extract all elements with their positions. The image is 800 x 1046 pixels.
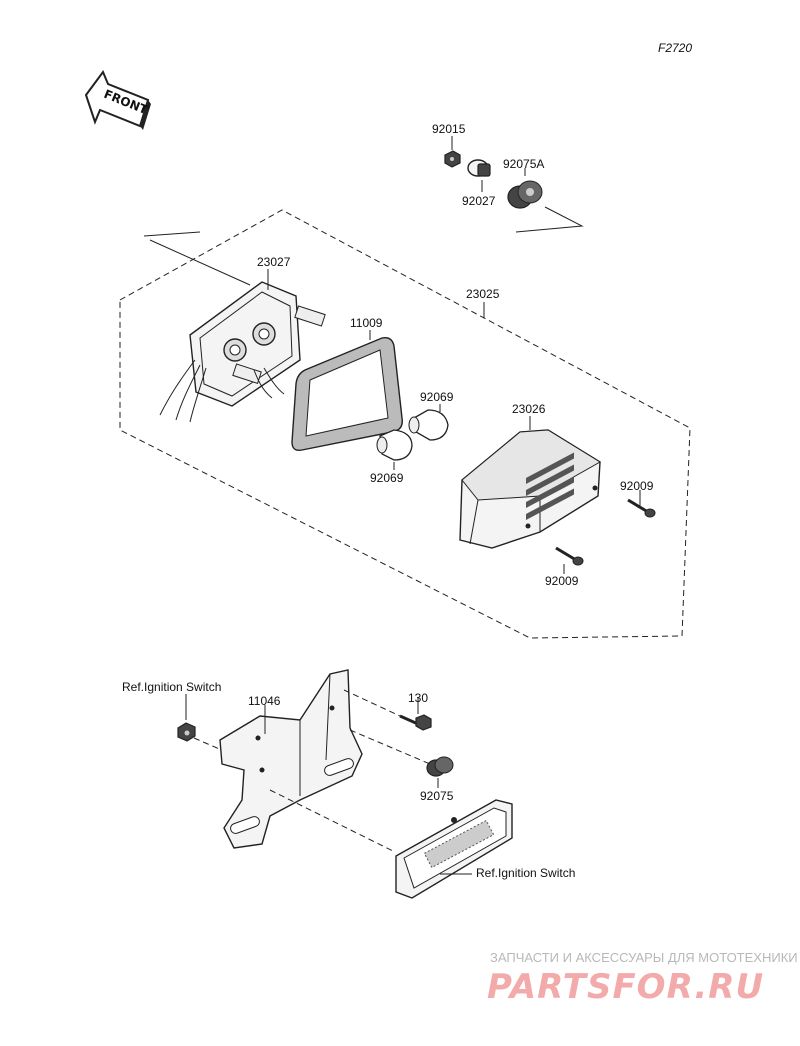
label-92075: 92075 [420, 789, 454, 803]
watermark-tagline: ЗАПЧАСТИ И АКСЕССУАРЫ ДЛЯ МОТОТЕХНИКИ [490, 950, 798, 965]
license-light-ref-ignition [395, 799, 513, 899]
lens-23026 [459, 429, 601, 549]
bulb-92069-lower [376, 429, 413, 461]
assembly-outline [119, 209, 691, 639]
bolt-130 [399, 714, 432, 731]
label-92009-bottom: 92009 [545, 574, 579, 588]
nut-ref-ignition [177, 722, 196, 742]
lamp-base-23027 [159, 281, 326, 423]
label-11009: 11009 [350, 316, 383, 330]
label-92027: 92027 [462, 194, 496, 208]
screw-92009-bottom [555, 546, 584, 566]
front-arrow-icon: FRONT [84, 69, 151, 130]
grommet-92075A [507, 180, 543, 209]
bulb-92069-upper [408, 409, 449, 441]
label-ref-ignition-switch-1: Ref.Ignition Switch [122, 680, 221, 694]
label-ref-ignition-switch-2: Ref.Ignition Switch [476, 866, 575, 880]
label-130: 130 [408, 691, 428, 705]
label-92009-right: 92009 [620, 479, 654, 493]
grommet-92075 [426, 756, 454, 777]
gasket-11009 [291, 336, 403, 452]
label-23027: 23027 [257, 255, 291, 269]
collar-92027 [467, 159, 491, 177]
label-92069-upper: 92069 [420, 390, 454, 404]
label-11046: 11046 [248, 694, 281, 708]
label-92075A: 92075A [503, 157, 544, 171]
diagram-code: F2720 [658, 41, 692, 55]
nut-92015 [444, 150, 461, 168]
watermark-brand: PARTSFOR.RU [487, 967, 764, 1007]
label-92069-lower: 92069 [370, 471, 404, 485]
screw-92009-right [627, 498, 656, 518]
label-23025: 23025 [466, 287, 500, 301]
label-23026: 23026 [512, 402, 546, 416]
bracket-11046 [219, 669, 363, 849]
label-92015: 92015 [432, 122, 466, 136]
